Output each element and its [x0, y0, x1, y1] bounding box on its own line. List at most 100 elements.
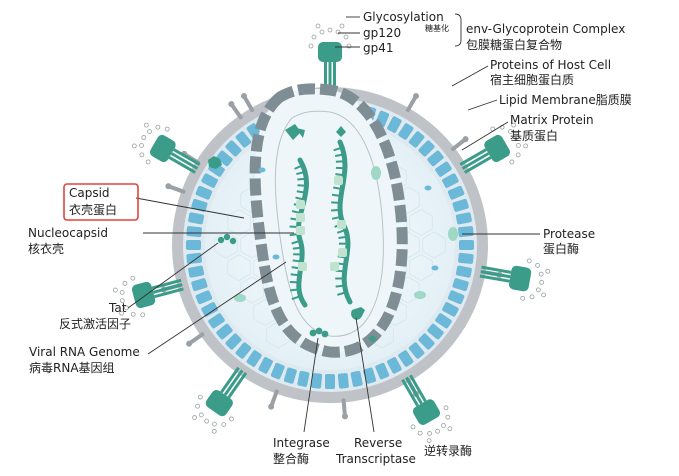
matrix-protein-block	[427, 150, 444, 167]
rna-base	[334, 153, 345, 157]
rna-base	[331, 215, 342, 220]
protease-protein	[448, 227, 458, 241]
rna-base	[335, 173, 345, 177]
free-protein-blue	[258, 167, 266, 173]
matrix-protein-block	[208, 313, 225, 329]
rna-base	[290, 273, 300, 277]
matrix-protein-block	[216, 323, 233, 340]
free-protein-light	[234, 294, 246, 302]
free-protein-blue	[424, 185, 432, 191]
matrix-protein-block	[387, 357, 402, 374]
reverse-transcriptase-protein-2	[351, 307, 365, 320]
env-spike	[401, 374, 453, 444]
label-host-proteins-cn: 宿主细胞蛋白质	[490, 72, 574, 87]
matrix-protein-block	[201, 302, 218, 317]
rna-base	[335, 160, 345, 163]
matrix-protein-block	[452, 198, 469, 212]
rna-base	[291, 210, 302, 215]
label-lipid-membrane: Lipid Membrane脂质膜	[499, 92, 632, 107]
rna-base	[337, 291, 347, 296]
rna-base	[331, 201, 341, 204]
label-env-complex-cn: 包膜糖蛋白复合物	[466, 37, 562, 52]
rna-base	[331, 208, 341, 212]
matrix-protein-block	[458, 226, 474, 238]
matrix-protein-block	[225, 333, 242, 350]
matrix-protein-block	[311, 373, 323, 389]
env-spike	[308, 23, 352, 92]
label-glycosylation: Glycosylation	[363, 10, 444, 24]
matrix-protein-block	[435, 313, 452, 329]
host-protein	[186, 332, 205, 347]
rna-base	[335, 284, 345, 288]
label-reverse: Reverse	[354, 436, 402, 450]
rna-base	[296, 170, 306, 176]
label-transcriptase: Transcriptase	[335, 452, 416, 466]
nucleocapsid-proteins	[296, 176, 347, 271]
matrix-protein-block	[442, 173, 459, 188]
label-tat: Tat	[108, 301, 127, 315]
host-protein	[165, 183, 186, 194]
env-spike	[479, 258, 551, 301]
label-matrix-protein-cn: 基质蛋白	[510, 128, 558, 143]
rna-base	[291, 239, 301, 245]
env-spike	[131, 122, 201, 174]
matrix-protein-block	[408, 131, 425, 148]
matrix-protein-block	[201, 173, 218, 188]
capsid-shell	[249, 83, 408, 358]
label-capsid-cn: 衣壳蛋白	[69, 202, 117, 217]
matrix-protein-block	[297, 370, 310, 387]
label-nucleocapsid: Nucleocapsid	[28, 226, 108, 240]
label-reverse-transcriptase-cn: 逆转录酶	[424, 443, 472, 458]
matrix-protein-block	[452, 278, 469, 292]
hex-cell	[422, 231, 446, 259]
matrix-protein-block	[283, 367, 297, 384]
tat-protein	[217, 233, 237, 245]
host-protein	[341, 398, 348, 420]
rna-base	[297, 177, 307, 181]
matrix-protein-block	[459, 240, 474, 250]
label-gp120: gp120	[363, 26, 401, 40]
matrix-protein-block	[398, 123, 414, 140]
capsid-core	[249, 83, 408, 358]
rna-base	[333, 146, 343, 152]
label-env-complex: env-Glycoprotein Complex	[466, 22, 625, 36]
hex-cell	[409, 209, 433, 236]
matrix-protein-block	[195, 185, 213, 200]
rna-bases	[289, 146, 348, 301]
rna-base	[296, 190, 306, 194]
rna-base	[331, 193, 342, 197]
matrix-protein-block	[455, 265, 472, 278]
label-capsid: Capsid	[69, 186, 110, 200]
env-spike	[459, 122, 529, 174]
host-protein	[405, 93, 419, 113]
rna-base	[292, 259, 302, 263]
free-protein	[368, 335, 377, 343]
rna-base	[294, 164, 304, 170]
matrix-protein-block	[325, 374, 335, 389]
env-spike	[112, 275, 184, 318]
leader-lines	[127, 13, 540, 433]
matrix-protein-block	[225, 140, 242, 157]
hex-cell	[409, 254, 433, 281]
matrix-protein-block	[398, 350, 414, 367]
host-protein	[241, 93, 255, 113]
matrix-protein-block	[270, 362, 285, 380]
label-gp41: gp41	[363, 41, 394, 55]
rna-base	[333, 186, 343, 191]
matrix-protein-block	[418, 140, 435, 157]
free-protein-light	[371, 166, 381, 180]
rna-base	[297, 184, 307, 187]
matrix-protein-block	[186, 226, 202, 238]
matrix-protein-block	[442, 302, 459, 317]
env-glycoprotein-spikes	[112, 23, 551, 444]
matrix-protein-block	[186, 252, 202, 264]
label-nucleocapsid-cn: 核衣壳	[28, 241, 64, 256]
matrix-protein-block	[191, 278, 208, 292]
label-protease: Protease	[543, 227, 595, 241]
free-protein	[208, 156, 222, 169]
matrix-protein-block	[427, 323, 444, 340]
capsid-highlight-box	[63, 183, 139, 221]
matrix-protein-block	[188, 212, 205, 225]
matrix-protein-block	[216, 150, 233, 167]
